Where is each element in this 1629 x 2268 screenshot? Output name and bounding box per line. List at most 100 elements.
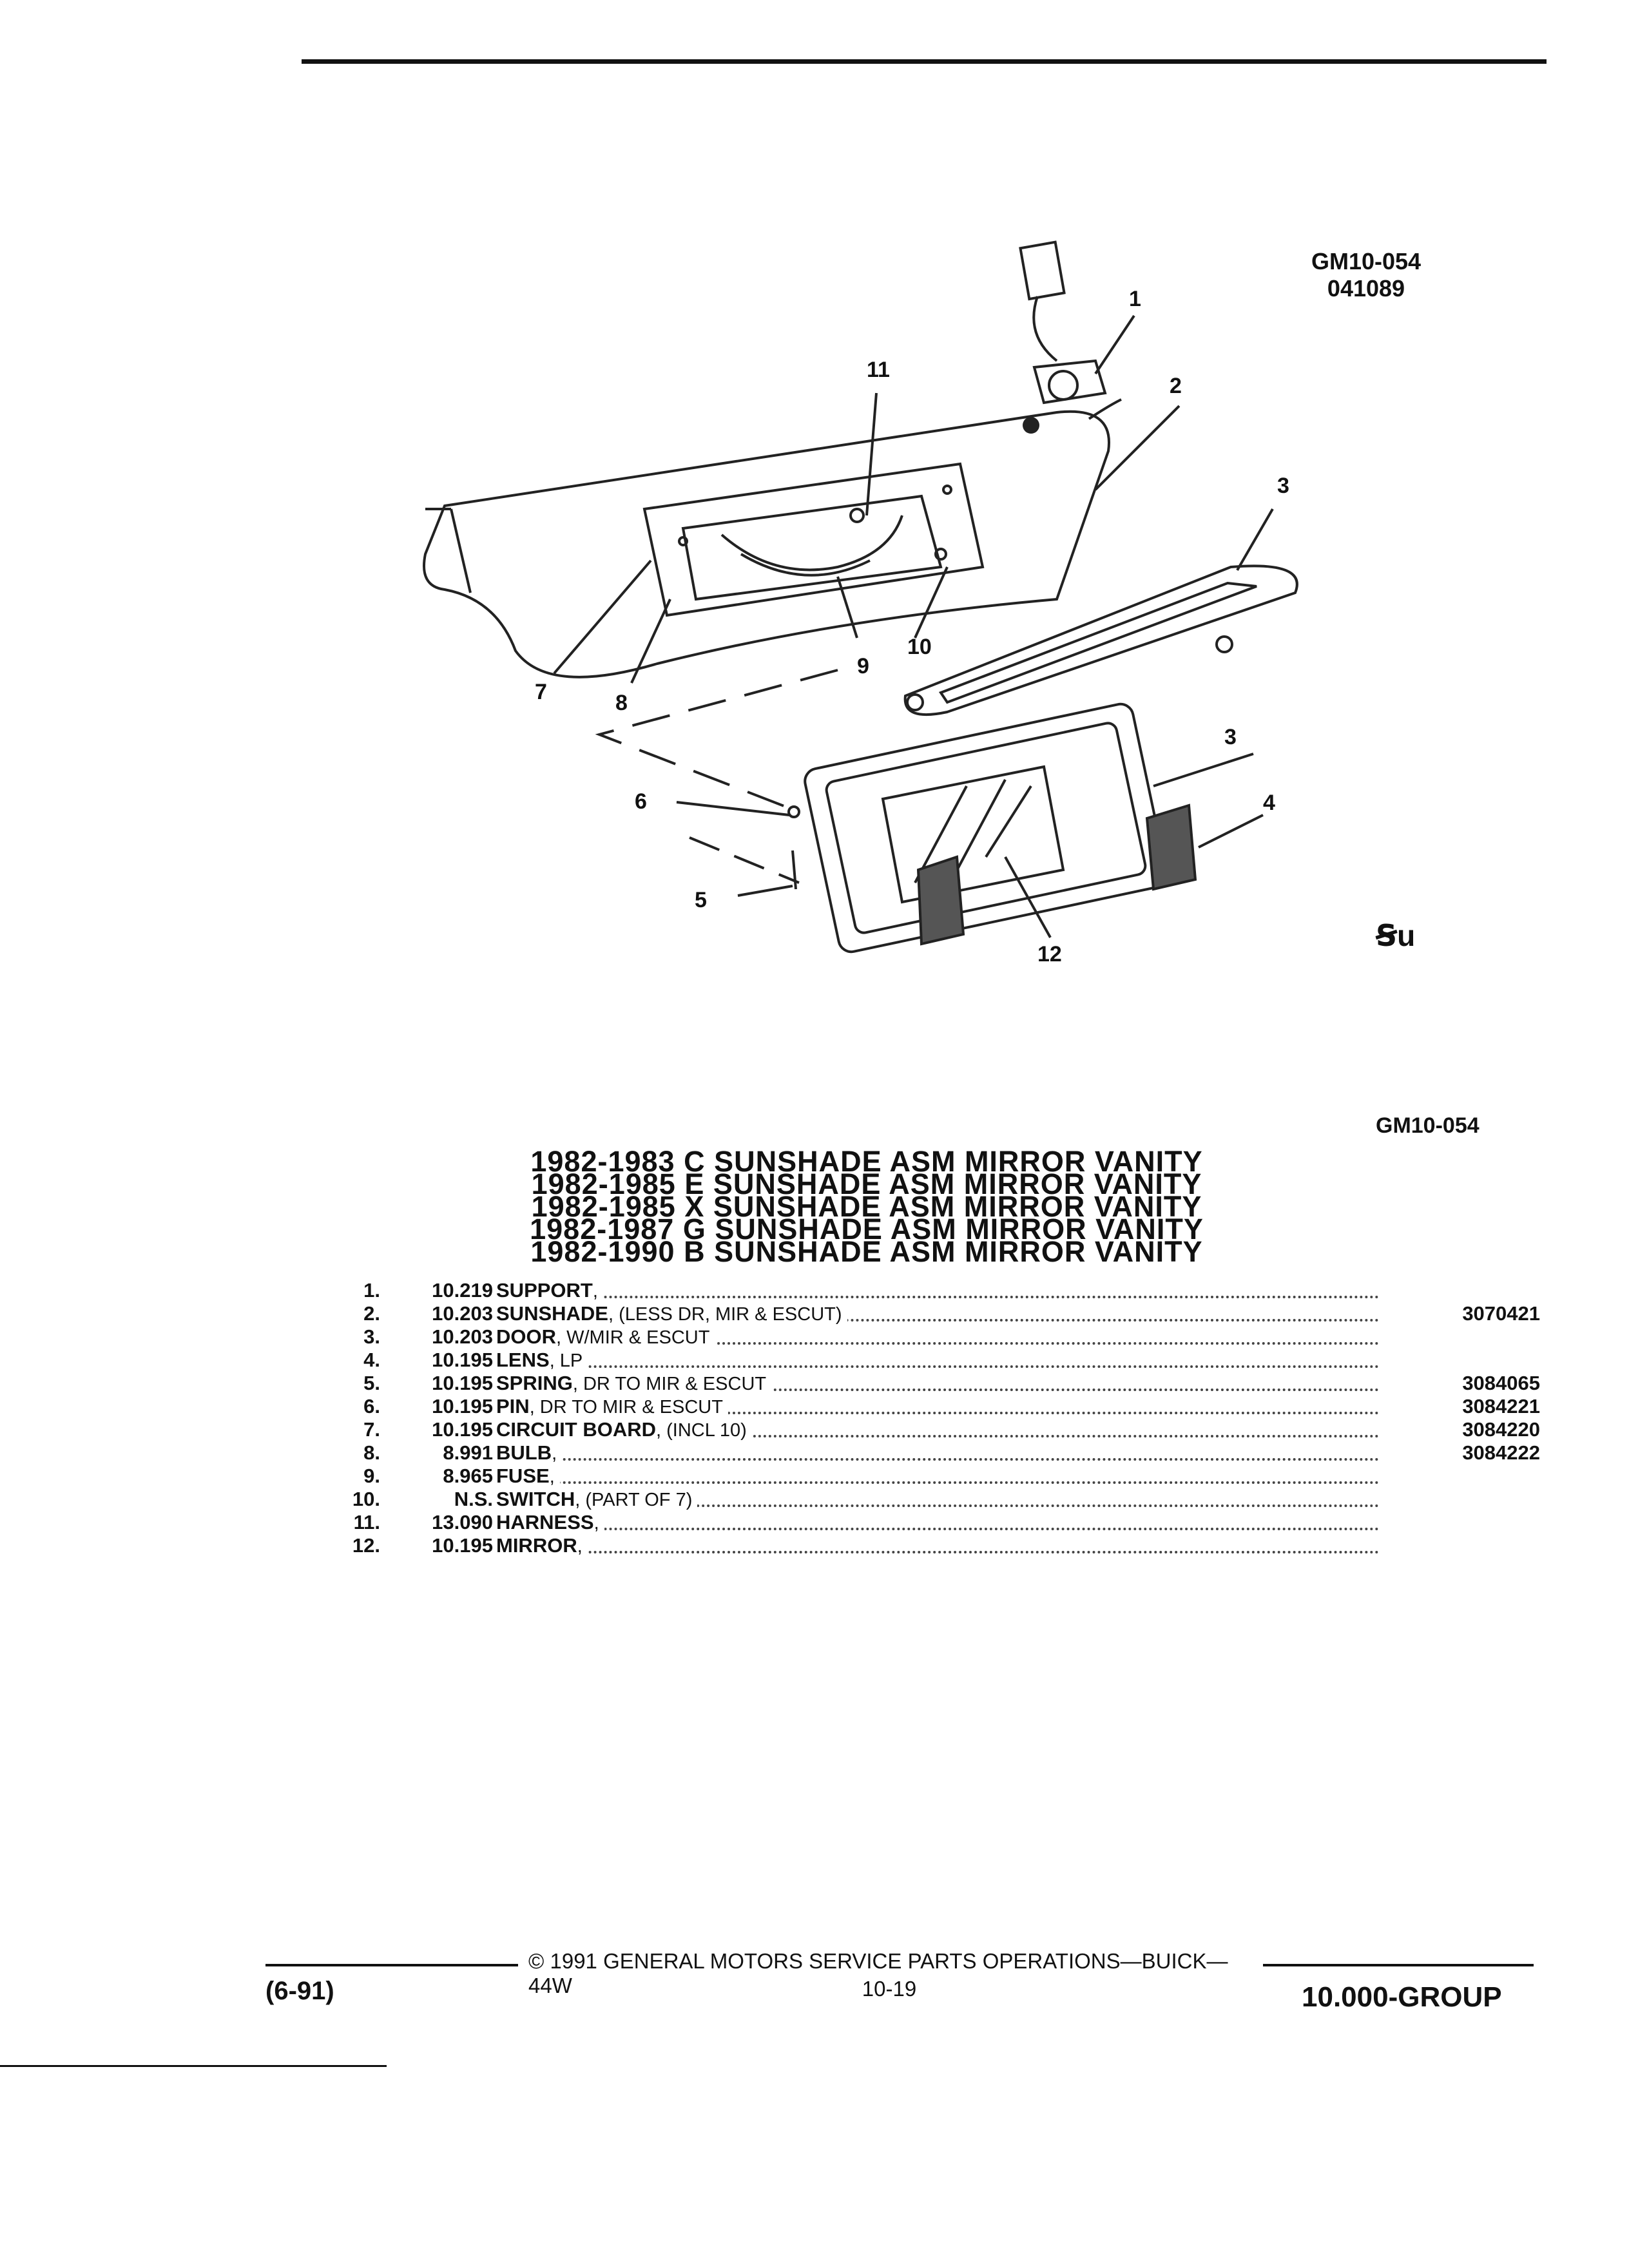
title-line: 1982-1990 B SUNSHADE ASM MIRROR VANITY [530,1235,1203,1268]
leader-dots [496,1530,1379,1553]
diagram-code: GM10-054 [1311,248,1422,274]
parts-row: 11. 13.090 HARNESS, [329,1511,1540,1535]
parts-list: 1. 10.219 SUPPORT, 2. 10.203 SUNSHADE, (… [329,1279,1540,1558]
item-number: 6. [363,1395,380,1418]
parts-row: 10. N.S. SWITCH, (PART OF 7) [329,1488,1540,1512]
part-description: PIN, DR TO MIR & ESCUT [496,1395,728,1419]
part-note: , [593,1513,599,1533]
reference-code: GM10-054 [1376,1113,1480,1138]
part-name: MIRROR [496,1534,577,1557]
callout-1: 1 [1129,287,1141,311]
part-number: 3084222 [1462,1441,1540,1464]
group-number: 10.195 [432,1372,493,1394]
part-description: SUPPORT, [496,1279,603,1303]
callout-2: 2 [1170,374,1182,398]
part-number: 3084220 [1462,1418,1540,1441]
part-note: , W/MIR & ESCUT [556,1327,710,1348]
part-number: 3084065 [1462,1372,1540,1394]
group-number: 13.090 [432,1511,493,1533]
item-number: 5. [363,1372,380,1394]
group-number: 10.203 [432,1325,493,1348]
part-name: HARNESS [496,1511,594,1533]
diagram-code-block: GM10-054 041089 [1295,248,1437,302]
part-name: BULB [496,1441,552,1464]
item-number: 11. [353,1511,380,1533]
footer-group: 10.000-GROUP [1302,1981,1502,2013]
callout-4: 4 [1263,791,1275,815]
part-number: 3084221 [1462,1395,1540,1418]
part-note: , (LESS DR, MIR & ESCUT) [608,1304,842,1325]
footer-date: (6-91) [265,1977,334,2005]
part-name: SWITCH [496,1488,575,1510]
title-block: 1982-1983 C SUNSHADE ASM MIRROR VANITY 1… [451,1145,1282,1268]
parts-row: 5. 10.195 SPRING, DR TO MIR & ESCUT 3084… [329,1372,1540,1396]
parts-row: 1. 10.219 SUPPORT, [329,1279,1540,1303]
group-number: 10.219 [432,1279,493,1302]
leader-dots [496,1275,1379,1298]
title-line: 1982-1985 E SUNSHADE ASM MIRROR VANITY [531,1168,1202,1200]
group-number: 10.203 [432,1302,493,1325]
group-number: 8.965 [443,1465,493,1487]
footer-rule-left [265,1964,518,1966]
part-description: HARNESS, [496,1511,604,1535]
footer-rule-right [1263,1964,1534,1966]
part-description: CIRCUIT BOARD, (INCL 10) [496,1418,752,1442]
part-note: , LP [549,1350,583,1371]
part-name: FUSE [496,1465,550,1487]
leader-dots [496,1484,1379,1507]
group-number: 10.195 [432,1534,493,1557]
part-name: CIRCUIT BOARD [496,1418,656,1441]
title-line: 1982-1983 C SUNSHADE ASM MIRROR VANITY [530,1145,1203,1178]
group-number: 8.991 [443,1441,493,1464]
leader-dots [496,1368,1379,1391]
part-name: PIN [496,1395,530,1418]
part-name: DOOR [496,1325,556,1348]
item-number: 8. [363,1441,380,1464]
title-line: 1982-1987 G SUNSHADE ASM MIRROR VANITY [530,1213,1204,1245]
item-number: 12. [352,1534,380,1557]
part-description: MIRROR, [496,1534,588,1558]
leader-dots [496,1298,1379,1321]
parts-row: 7. 10.195 CIRCUIT BOARD, (INCL 10) 30842… [329,1418,1540,1442]
part-name: SUNSHADE [496,1302,608,1325]
title-line: 1982-1985 X SUNSHADE ASM MIRROR VANITY [531,1190,1202,1223]
part-note: , DR TO MIR & ESCUT [529,1397,723,1418]
part-description: SPRING, DR TO MIR & ESCUT [496,1372,772,1396]
part-note: , (PART OF 7) [575,1490,693,1510]
item-number: 7. [363,1418,380,1441]
callout-8: 8 [615,691,628,715]
leader-dots [496,1437,1379,1461]
part-description: SWITCH, (PART OF 7) [496,1488,698,1512]
part-description: FUSE, [496,1465,560,1488]
parts-row: 2. 10.203 SUNSHADE, (LESS DR, MIR & ESCU… [329,1302,1540,1326]
parts-row: 6. 10.195 PIN, DR TO MIR & ESCUT 3084221 [329,1395,1540,1419]
footer-copyright: © 1991 GENERAL MOTORS SERVICE PARTS OPER… [528,1949,1228,1997]
part-name: LENS [496,1349,550,1371]
part-note: , [577,1536,583,1557]
part-name: SUPPORT [496,1279,593,1302]
part-description: DOOR, W/MIR & ESCUT [496,1325,715,1349]
leader-dots [496,1321,1379,1345]
parts-row: 12. 10.195 MIRROR, [329,1534,1540,1558]
part-note: , [552,1443,557,1464]
leader-dots [496,1414,1379,1437]
group-number: N.S. [454,1488,493,1510]
part-note: , [592,1281,598,1302]
part-note: , [549,1466,555,1487]
callout-6: 6 [635,789,647,814]
stamp-mark: Ꞩu [1376,919,1416,952]
callout-9: 9 [857,654,869,678]
parts-row: 8. 8.991 BULB, 3084222 [329,1441,1540,1465]
item-number: 1. [363,1279,380,1302]
part-number: 3070421 [1462,1302,1540,1325]
footer-page-number: 10-19 [862,1977,917,2001]
top-rule [302,59,1547,64]
parts-row: 3. 10.203 DOOR, W/MIR & ESCUT [329,1325,1540,1349]
callout-11: 11 [867,358,890,382]
part-description: BULB, [496,1441,563,1465]
callout-10: 10 [907,635,932,659]
parts-row: 4. 10.195 LENS, LP [329,1349,1540,1372]
leader-dots [496,1461,1379,1484]
part-note: , (INCL 10) [656,1420,747,1441]
part-name: SPRING [496,1372,573,1394]
